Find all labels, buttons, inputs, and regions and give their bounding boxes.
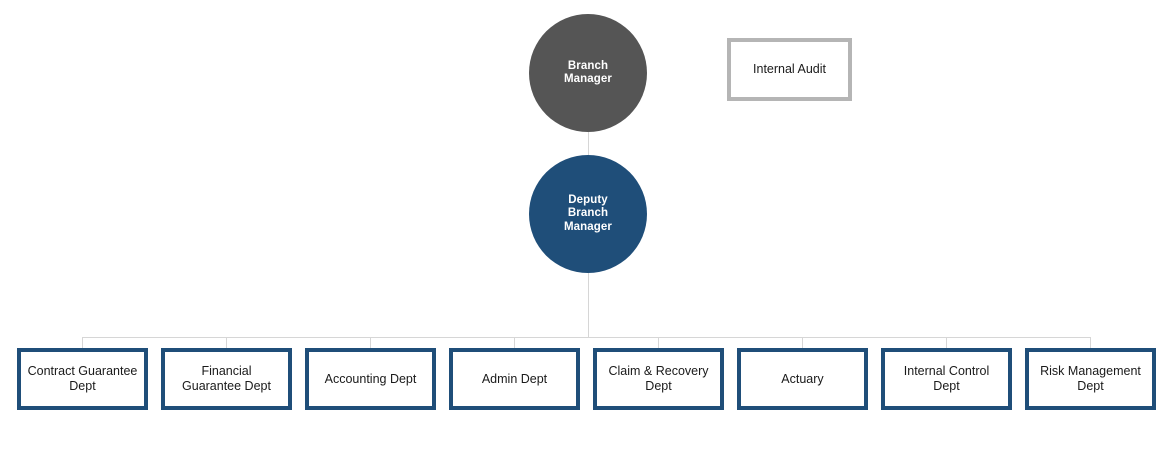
node-department-actuary[interactable]: Actuary <box>737 348 868 410</box>
connector-bus-to-dept-5 <box>658 337 659 348</box>
node-department-financial-guarantee[interactable]: Financial Guarantee Dept <box>161 348 292 410</box>
connector-bus-to-dept-7 <box>946 337 947 348</box>
node-department-label: Financial Guarantee Dept <box>182 364 271 393</box>
node-department-admin[interactable]: Admin Dept <box>449 348 580 410</box>
node-deputy-branch-manager-label: Deputy Branch Manager <box>564 193 612 233</box>
connector-bus-to-dept-8 <box>1090 337 1091 348</box>
node-department-internal-control[interactable]: Internal Control Dept <box>881 348 1012 410</box>
connector-branch-to-deputy <box>588 132 589 156</box>
node-department-label: Internal Control Dept <box>903 364 990 393</box>
node-branch-manager[interactable]: Branch Manager <box>529 14 647 132</box>
node-internal-audit[interactable]: Internal Audit <box>727 38 852 101</box>
node-internal-audit-label: Internal Audit <box>753 62 826 76</box>
connector-bus-to-dept-4 <box>514 337 515 348</box>
node-department-label: Admin Dept <box>481 371 548 386</box>
node-department-label: Contract Guarantee Dept <box>27 364 138 393</box>
node-department-label: Accounting Dept <box>324 371 417 386</box>
connector-bus-to-dept-2 <box>226 337 227 348</box>
connector-bus-to-dept-1 <box>82 337 83 348</box>
connector-bus-to-dept-6 <box>802 337 803 348</box>
node-deputy-branch-manager[interactable]: Deputy Branch Manager <box>529 155 647 273</box>
node-department-label: Risk Management Dept <box>1040 364 1141 393</box>
node-department-accounting[interactable]: Accounting Dept <box>305 348 436 410</box>
node-department-claim-recovery[interactable]: Claim & Recovery Dept <box>593 348 724 410</box>
connector-deputy-to-bus <box>588 273 589 337</box>
node-branch-manager-label: Branch Manager <box>564 59 612 86</box>
connector-horizontal-bus <box>82 337 1090 338</box>
node-department-risk-management[interactable]: Risk Management Dept <box>1025 348 1156 410</box>
node-department-label: Actuary <box>781 371 824 386</box>
node-department-contract-guarantee[interactable]: Contract Guarantee Dept <box>17 348 148 410</box>
node-department-label: Claim & Recovery Dept <box>608 364 709 393</box>
connector-bus-to-dept-3 <box>370 337 371 348</box>
